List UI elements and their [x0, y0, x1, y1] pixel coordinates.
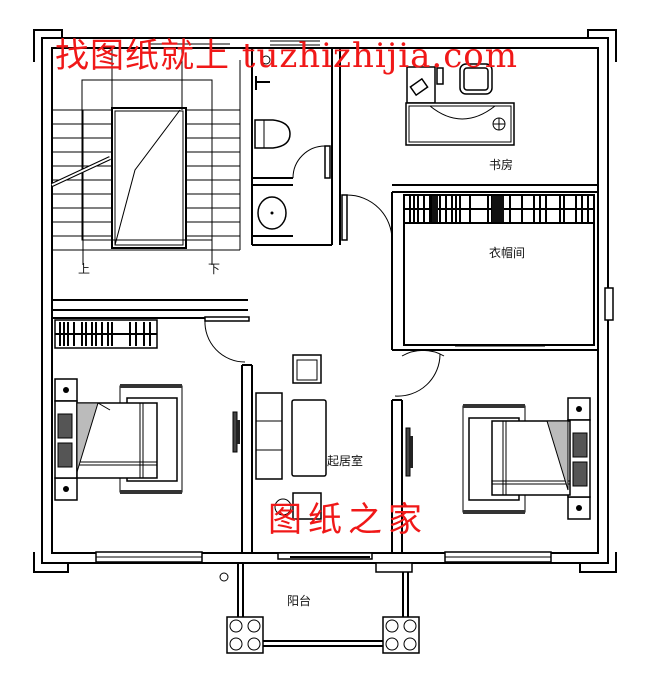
corridor-doors	[341, 194, 393, 241]
coffee-table-icon	[291, 399, 327, 477]
planter-icon	[226, 616, 264, 654]
stair-up-label: 上	[78, 262, 91, 276]
room-label-cloakroom: 衣帽间	[489, 246, 526, 260]
watermark-bottom: 图纸之家	[268, 500, 428, 540]
cloakroom	[391, 192, 598, 351]
armchair-icon	[292, 492, 322, 520]
planter-icon	[382, 616, 420, 654]
watermark-top: 找图纸就上 tuzhizhijia.com	[55, 36, 518, 76]
stair-down-label: 下	[208, 262, 221, 276]
corner-columns	[33, 29, 617, 573]
bedroom-left	[52, 309, 253, 563]
room-label-living-room: 起居室	[327, 454, 364, 468]
toilet-icon	[254, 119, 291, 149]
room-label-study: 书房	[489, 158, 514, 172]
bathroom	[251, 48, 341, 246]
room-label-balcony: 阳台	[287, 594, 312, 608]
study-room	[392, 63, 598, 193]
balcony	[219, 562, 420, 654]
living-room	[255, 349, 445, 560]
sofa-icon	[255, 392, 283, 480]
bedroom-right	[405, 397, 591, 563]
